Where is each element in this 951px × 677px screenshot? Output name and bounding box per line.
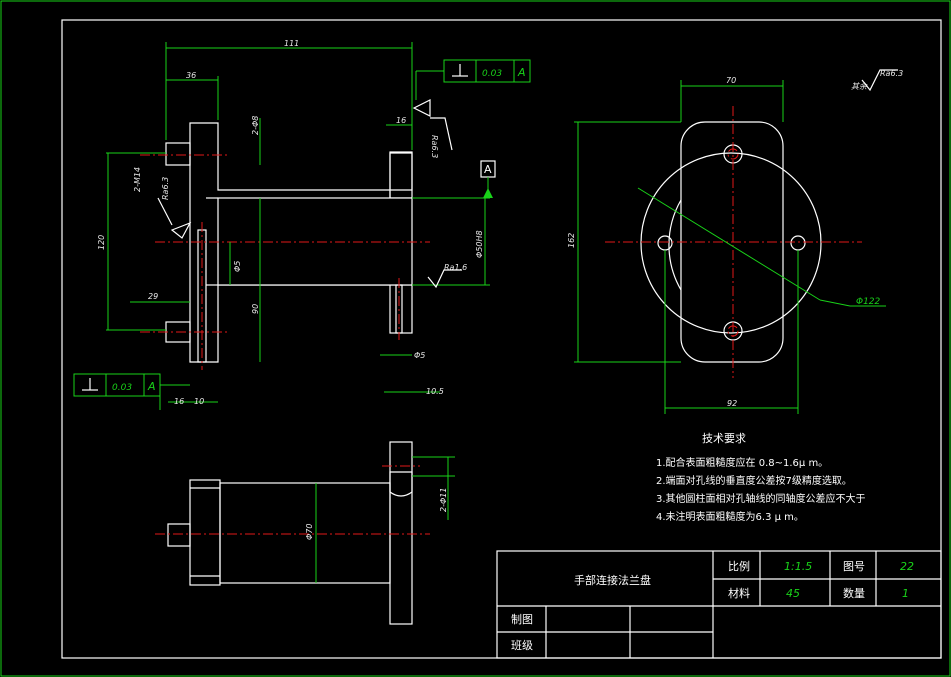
front-dim-162: 162	[567, 233, 576, 248]
front-view: 70 162 92 Φ122	[567, 76, 886, 414]
dim-bottom-10: 10	[194, 397, 204, 406]
part-name: 手部连接法兰盘	[574, 573, 651, 587]
tolerance-frame-top: 0.03 A	[415, 59, 531, 100]
dim-inner-90: 90	[251, 304, 260, 314]
material-value: 45	[786, 587, 800, 600]
dim-slot: Φ5	[414, 351, 425, 360]
scale-label: 比例	[728, 559, 750, 573]
dim-roughness-bore: Ra1.6	[444, 263, 467, 272]
requirement-4: 4.未注明表面粗糙度为6.3 μ m。	[656, 510, 804, 523]
right-flange-bottom	[389, 284, 413, 334]
roughness-global-value: Ra6.3	[880, 69, 903, 78]
dim-thread: 2-M14	[133, 167, 142, 192]
tol-left-datum: A	[147, 380, 156, 393]
quantity-label: 数量	[843, 587, 865, 600]
class-label: 班级	[511, 639, 533, 652]
title-block: 手部连接法兰盘 比例 1:1.5 图号 22 材料 45 数量 1 制图 班级	[496, 550, 942, 659]
bottom-dim-holes: 2-Φ11	[439, 488, 448, 512]
requirement-2: 2.端面对孔线的垂直度公差按7级精度选取。	[656, 474, 852, 487]
dim-roughness-right: Ra6.3	[430, 135, 439, 158]
drawing-no-label: 图号	[843, 560, 865, 573]
technical-requirements: 技术要求 1.配合表面粗糙度应在 0.8~1.6μ m。 2.端面对孔线的垂直度…	[656, 432, 866, 523]
roughness-global: 其余 Ra6.3	[851, 69, 903, 92]
dim-roughness-left: Ra6.3	[161, 177, 170, 200]
dim-pin-dia: Φ5	[233, 261, 242, 272]
tol-top-datum: A	[517, 66, 526, 79]
tolerance-frame-left: 0.03 A	[73, 373, 190, 397]
requirement-3: 3.其他圆柱面相对孔轴线的同轴度公差应不大于	[656, 492, 866, 505]
tol-top-value: 0.03	[482, 69, 502, 79]
dim-hole-label: 2-Φ8	[251, 116, 260, 135]
quantity-value: 1	[902, 587, 909, 600]
dim-bottom-16: 16	[174, 397, 184, 406]
front-dim-122: Φ122	[856, 297, 881, 307]
top-boss	[165, 142, 191, 166]
right-flange-top	[389, 151, 413, 199]
dim-right-flange: 16	[396, 116, 406, 125]
dim-width-29: 29	[148, 292, 158, 301]
section-view: 111 36 2-Φ8 16 Ra6.3 2-M14 Ra6.3 120 29 …	[73, 39, 531, 410]
scale-value: 1:1.5	[784, 560, 812, 573]
drawing-no-value: 22	[900, 560, 914, 573]
datum-a: A	[480, 160, 496, 198]
bottom-flange	[389, 441, 413, 625]
roughness-prefix: 其余	[851, 82, 868, 91]
bottom-view: 2-Φ11 Φ70	[155, 441, 455, 625]
dim-overall-length: 111	[284, 39, 299, 48]
front-dim-70: 70	[726, 76, 736, 85]
front-dim-92: 92	[727, 399, 737, 408]
dim-bore-dia: Φ50H8	[475, 230, 484, 258]
dim-bottom-10-5: 10.5	[426, 387, 444, 396]
tol-left-value: 0.03	[112, 383, 132, 393]
requirements-title: 技术要求	[702, 432, 746, 445]
dim-height-120: 120	[97, 235, 106, 250]
requirement-1: 1.配合表面粗糙度应在 0.8~1.6μ m。	[656, 456, 828, 469]
bottom-dim-70: Φ70	[305, 524, 314, 540]
material-label: 材料	[728, 586, 750, 600]
drawn-by-label: 制图	[511, 613, 533, 626]
datum-a-label: A	[484, 163, 492, 176]
dim-flange-thickness: 36	[186, 71, 196, 80]
